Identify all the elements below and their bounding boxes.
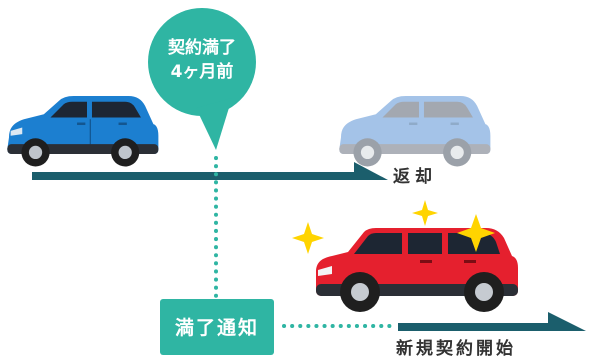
deadline-bubble [148, 8, 256, 150]
bubble-text: 契約満了 4ヶ月前 [148, 36, 256, 84]
expiry-notice-label: 満了通知 [174, 317, 259, 339]
top-timeline-arrowhead [354, 162, 388, 180]
new-contract-label: 新規契約開始 [396, 339, 516, 359]
return-label: 返却 [393, 167, 437, 187]
sparkle-icon [412, 200, 438, 226]
bottom-timeline-shaft [398, 323, 548, 331]
expiry-notice-box [160, 299, 274, 355]
bottom-timeline-arrowhead [548, 312, 586, 331]
sparkle-icon [457, 214, 495, 252]
red-suv-icon [316, 228, 518, 312]
bubble-line-2: 4ヶ月前 [170, 62, 234, 82]
faded-hatchback-icon [339, 95, 491, 167]
top-timeline-shaft [32, 172, 354, 180]
sparkle-icon [292, 222, 324, 254]
blue-hatchback-icon: #blue .body{} [7, 95, 159, 167]
bubble-line-1: 契約満了 [168, 38, 236, 58]
